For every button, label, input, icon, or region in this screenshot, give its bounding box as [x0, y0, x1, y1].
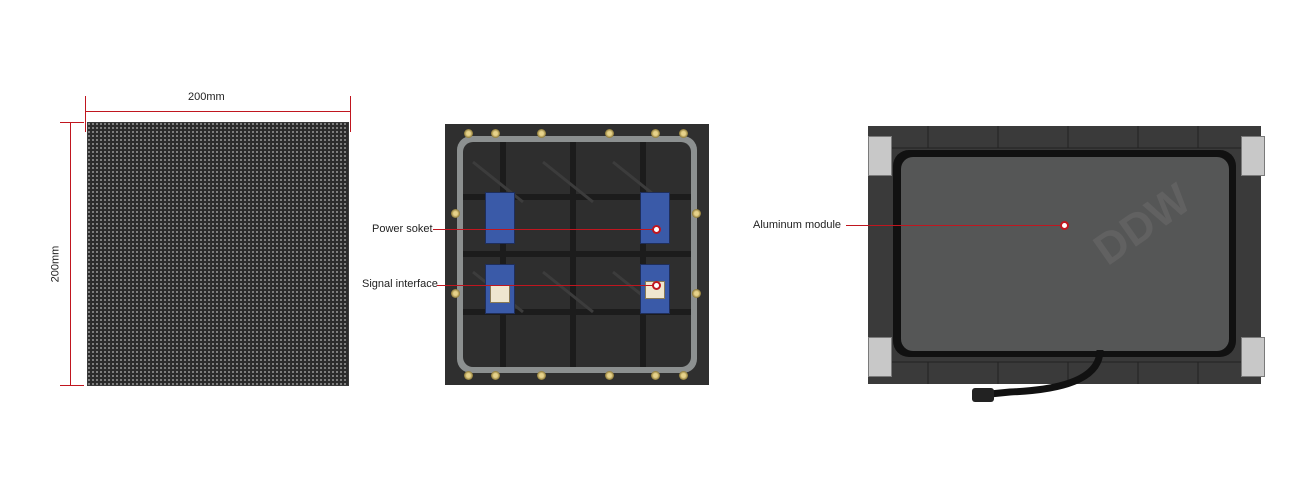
aluminum-module: [901, 157, 1229, 351]
corner-bracket: [868, 337, 892, 377]
power-connector-board-left: [485, 192, 515, 244]
width-dimension-tick-right: [350, 96, 351, 132]
aluminum-module-label: Aluminum module: [753, 219, 842, 231]
width-label: 200mm: [188, 91, 225, 103]
module-back-housing: [463, 142, 691, 367]
led-panel-front: [87, 122, 349, 386]
screw: [491, 129, 500, 138]
height-label: 200mm: [49, 245, 62, 283]
cabinet-frame-details: [868, 126, 1261, 384]
signal-interface-label: Signal interface: [362, 278, 438, 290]
screw: [451, 289, 460, 298]
width-dimension-tick-left: [85, 96, 86, 132]
height-dimension-line: [70, 122, 71, 386]
screw: [679, 371, 688, 380]
signal-interface-marker: [652, 281, 661, 290]
screw: [605, 371, 614, 380]
power-socket-leader: [433, 229, 655, 230]
screw: [651, 129, 660, 138]
power-socket-label: Power soket: [372, 223, 433, 235]
height-dimension-tick-top: [60, 122, 84, 123]
screw: [464, 129, 473, 138]
screw: [464, 371, 473, 380]
screw: [451, 209, 460, 218]
signal-interface-leader: [437, 285, 655, 286]
width-dimension-line: [85, 111, 351, 112]
power-socket-marker: [652, 225, 661, 234]
aluminum-module-marker: [1060, 221, 1069, 230]
aluminum-module-leader: [846, 225, 1062, 226]
screw: [692, 289, 701, 298]
screw: [537, 129, 546, 138]
signal-connector: [490, 285, 510, 303]
screw: [537, 371, 546, 380]
height-dimension-tick-bottom: [60, 385, 84, 386]
screw: [679, 129, 688, 138]
housing-ribs: [463, 142, 691, 367]
corner-bracket: [868, 136, 892, 176]
screw: [692, 209, 701, 218]
power-connector-board-right: [640, 192, 670, 244]
screw: [491, 371, 500, 380]
corner-bracket: [1241, 337, 1265, 377]
screw: [651, 371, 660, 380]
power-cable: [972, 350, 1104, 402]
screw: [605, 129, 614, 138]
corner-bracket: [1241, 136, 1265, 176]
